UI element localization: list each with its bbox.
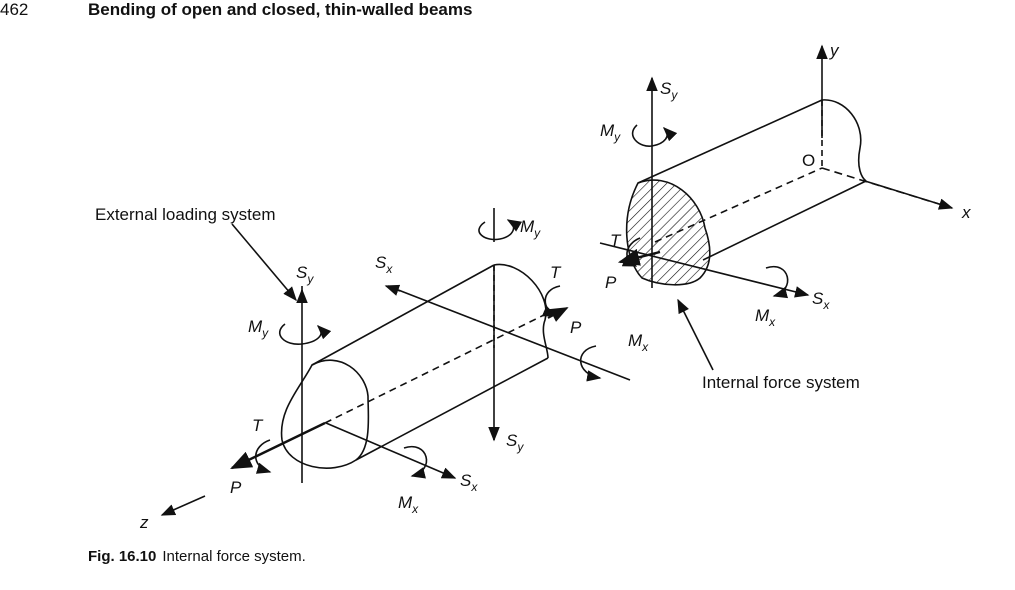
middle-sx-line — [387, 285, 631, 381]
left-beam-bottom-edge — [355, 357, 549, 461]
caption-text: Internal force system. — [162, 548, 306, 565]
label-left-sy: Sy — [296, 263, 314, 286]
label-left-my: My — [248, 317, 269, 340]
z-axis-arrow — [160, 495, 206, 516]
right-beam-end — [821, 99, 867, 182]
label-right-my: My — [600, 121, 621, 144]
running-title: Bending of open and closed, thin-walled … — [88, 0, 473, 19]
label-y-axis: y — [829, 41, 840, 60]
left-beam — [160, 208, 631, 516]
label-x-axis: x — [961, 203, 971, 222]
left-t-curl — [254, 439, 272, 474]
middle-my-curl — [478, 219, 523, 241]
labels: y x z O External loading system Internal… — [95, 41, 971, 532]
left-beam-front-end — [280, 359, 370, 469]
force-system-diagram: y x z O External loading system Internal… — [95, 41, 971, 532]
x-axis — [864, 180, 954, 210]
label-origin: O — [802, 151, 815, 170]
figure: y x z O External loading system Internal… — [0, 28, 1015, 538]
left-sx-arrow — [325, 422, 457, 479]
label-right-sy: Sy — [660, 79, 678, 102]
label-external-loading: External loading system — [95, 205, 275, 224]
middle-t-curl — [541, 285, 561, 317]
middle-p-arrow — [547, 307, 569, 322]
figure-caption: Fig. 16.10 Internal force system. — [88, 548, 306, 565]
label-left-t: T — [252, 416, 264, 435]
right-beam-bottom-edge — [702, 180, 867, 261]
label-left-sx: Sx — [460, 471, 478, 494]
left-beam-back-end — [493, 263, 549, 359]
label-left-p: P — [230, 478, 242, 497]
left-mx-curl — [403, 445, 428, 479]
label-internal-force: Internal force system — [702, 373, 860, 392]
label-middle-t: T — [550, 263, 562, 282]
label-right-sx: Sx — [812, 289, 830, 312]
right-section — [599, 44, 954, 371]
hatched-section — [625, 179, 711, 286]
label-middle-my: My — [520, 217, 541, 240]
caption-label: Fig. 16.10 — [88, 548, 157, 565]
page-number: 462 — [0, 0, 29, 19]
right-my-curl — [631, 124, 678, 147]
label-middle-p: P — [570, 318, 582, 337]
right-beam-top-edge — [637, 99, 823, 184]
left-my-curl — [278, 323, 332, 345]
label-left-mx: Mx — [398, 493, 419, 516]
internal-leader — [677, 298, 714, 371]
left-beam-axis — [324, 312, 549, 424]
label-middle-sx: Sx — [375, 253, 393, 276]
right-p-arrow — [617, 248, 661, 266]
right-mx-curl — [765, 265, 789, 299]
label-right-p: P — [605, 273, 617, 292]
label-z-axis: z — [139, 513, 149, 532]
left-p-arrow — [230, 421, 326, 470]
middle-mx-curl — [579, 345, 602, 382]
label-middle-mx: Mx — [628, 331, 649, 354]
label-middle-sy: Sy — [506, 431, 524, 454]
external-leader — [231, 223, 297, 302]
left-beam-top-edge — [311, 264, 495, 366]
label-right-t: T — [610, 231, 622, 250]
label-right-mx: Mx — [755, 306, 776, 329]
